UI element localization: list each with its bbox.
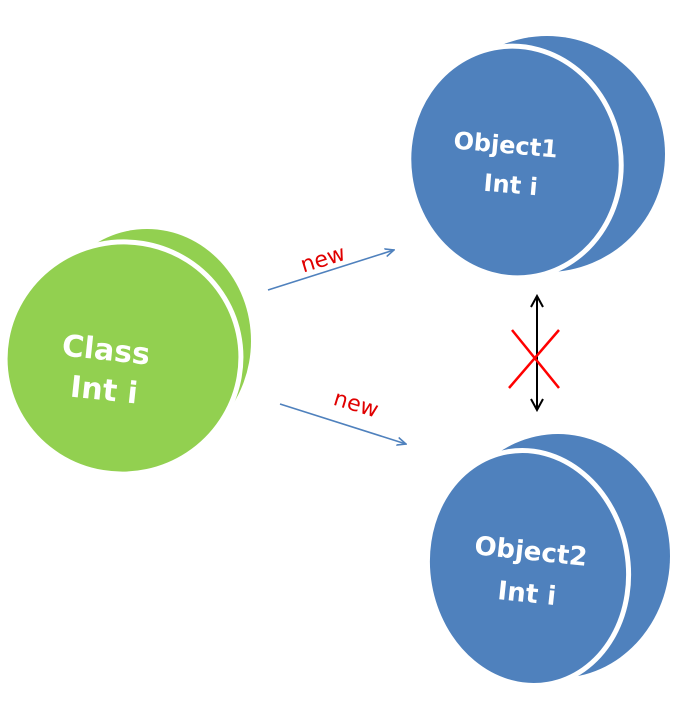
class-node-front [2, 239, 244, 477]
cross-mark-line-2 [508, 329, 560, 389]
edge-class-to-object1-line [267, 250, 394, 291]
object1-node-front [406, 43, 624, 281]
class-node: Class Int i [2, 229, 251, 477]
edge-class-to-object2-label: new [330, 386, 381, 423]
object2-node-field: Int i [496, 576, 557, 612]
edge-class-to-object1-label: new [298, 241, 349, 278]
object1-node-field: Int i [483, 169, 539, 202]
edge-class-to-object2-line [279, 403, 406, 444]
object-relation [508, 296, 560, 410]
object2-node-front [424, 448, 632, 688]
class-node-field: Int i [69, 370, 140, 412]
edge-class-to-object2: new [279, 386, 406, 444]
object1-node: Object1 Int i [406, 36, 665, 281]
object2-node: Object2 Int i [424, 434, 670, 688]
edge-class-to-object1: new [267, 241, 394, 291]
